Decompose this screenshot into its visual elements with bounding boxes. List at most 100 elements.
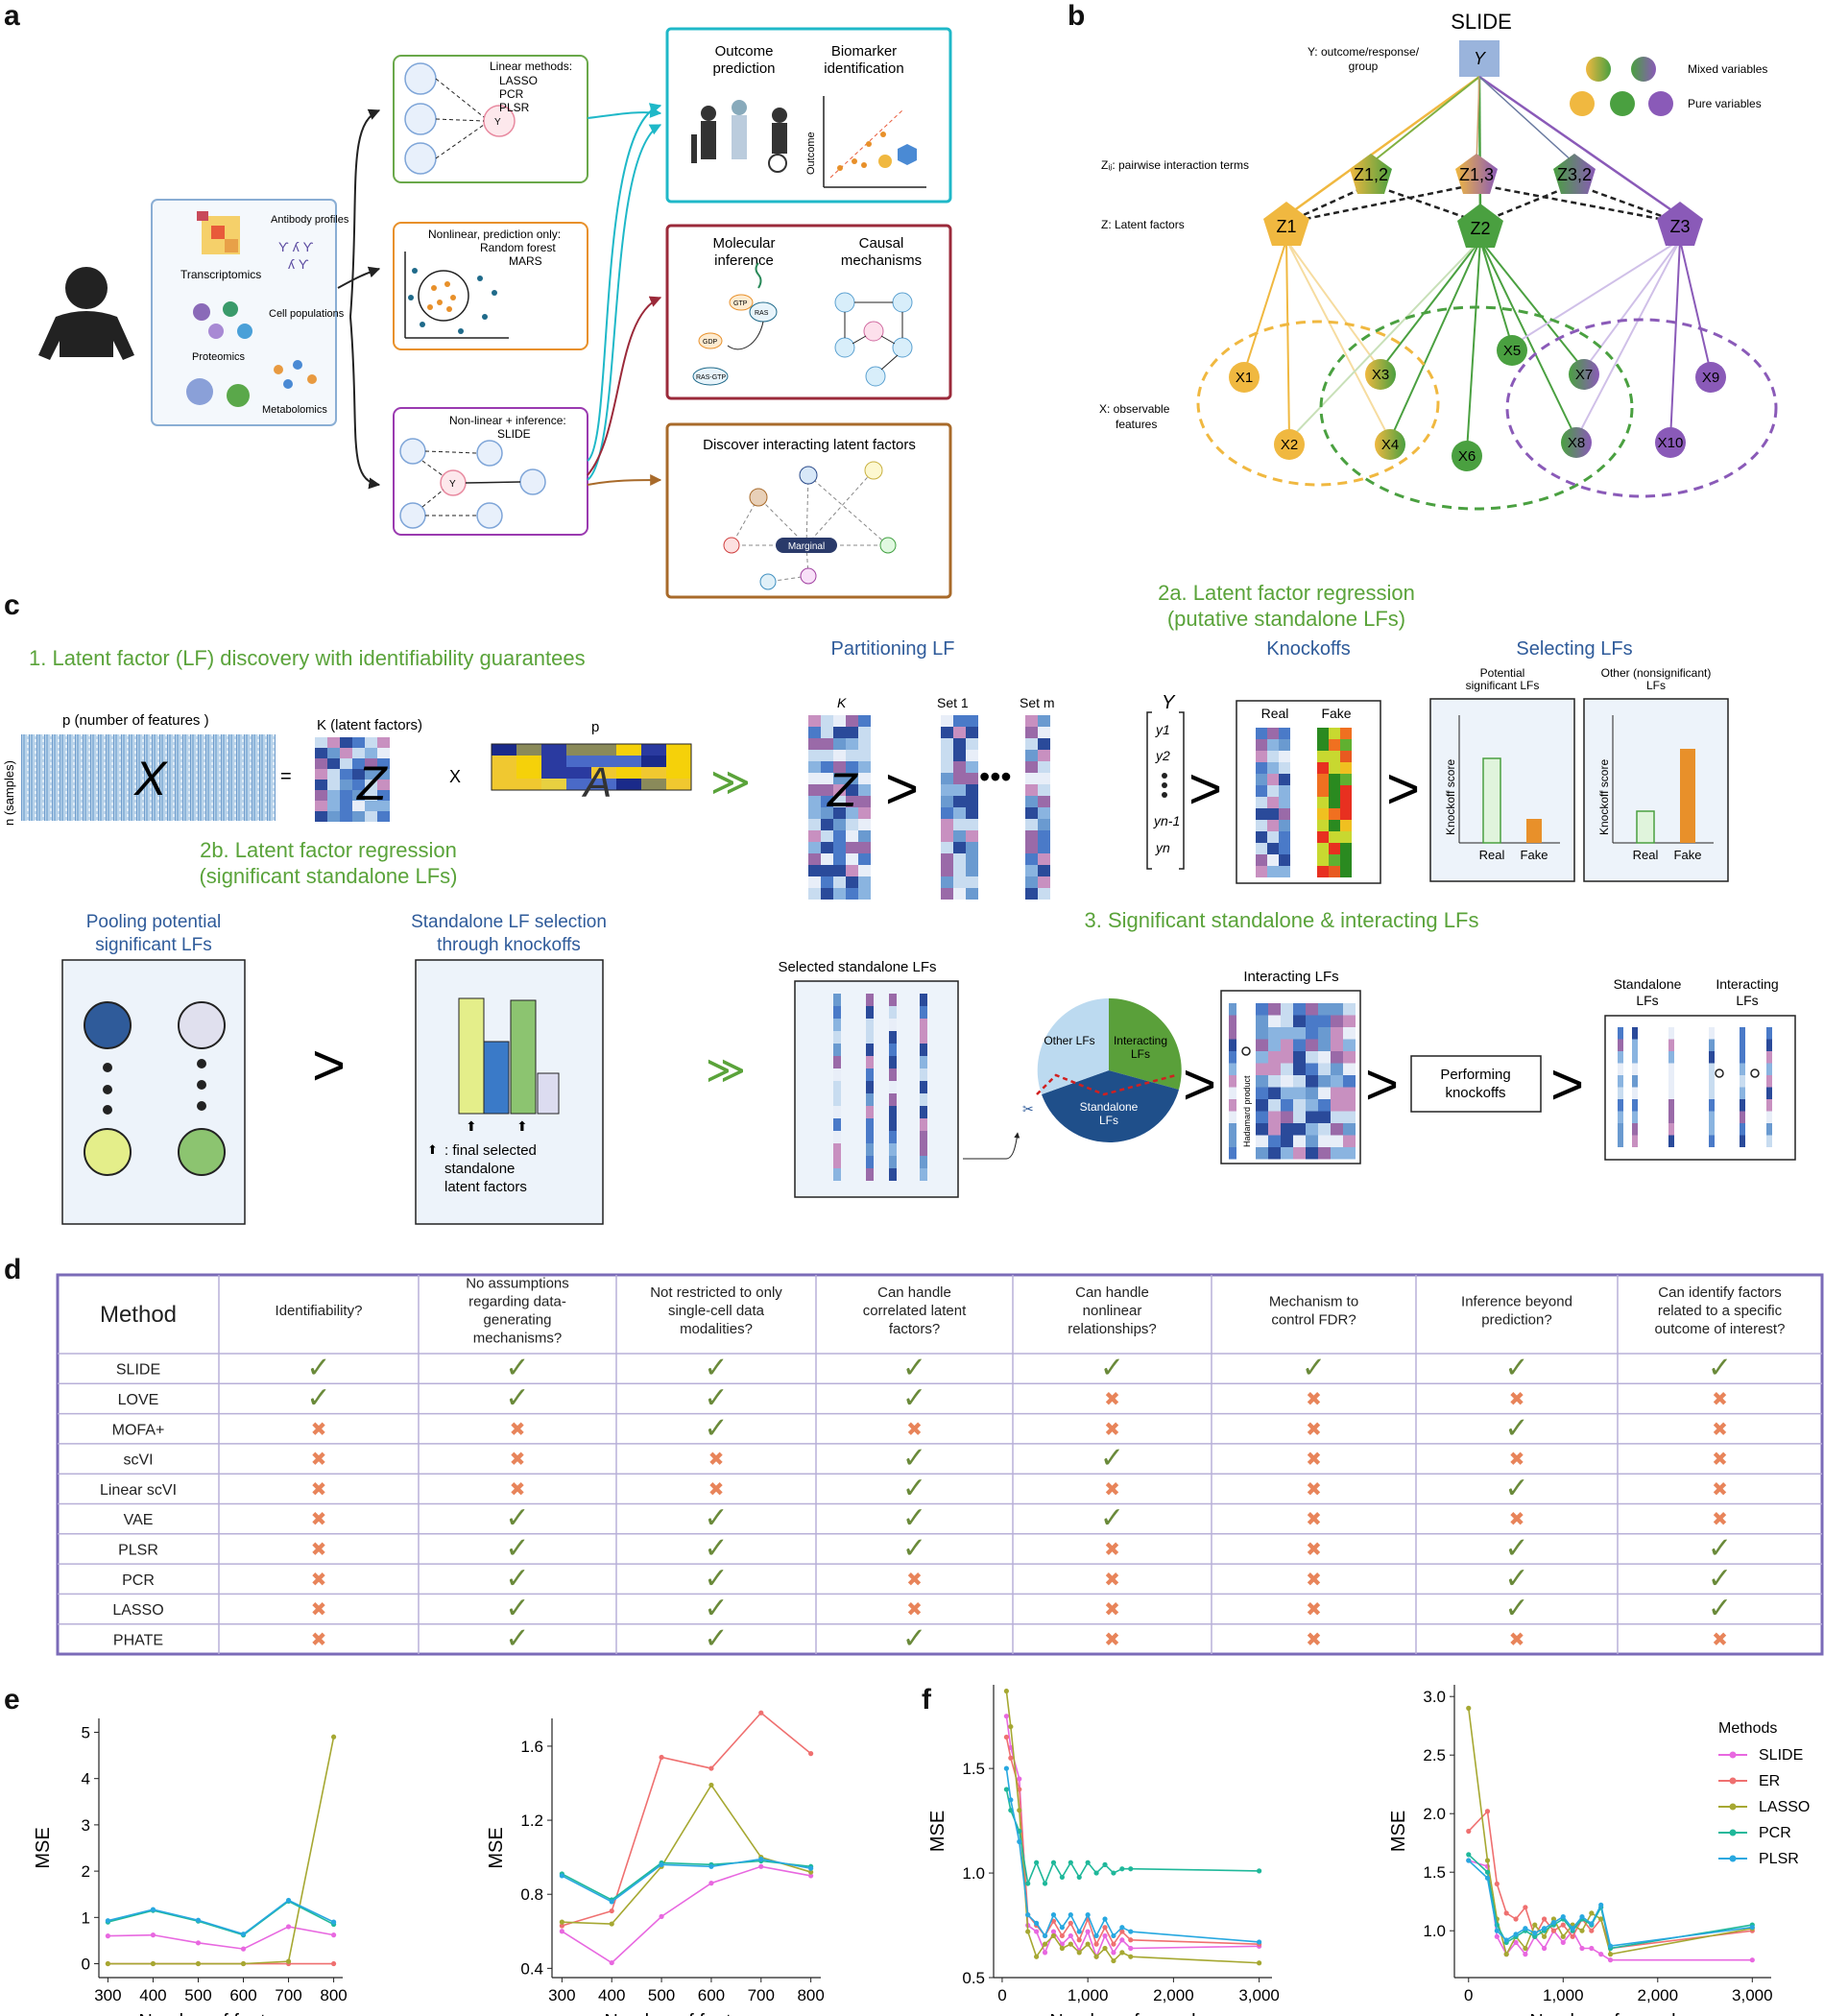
svg-text:Other (nonsignificant): Other (nonsignificant) bbox=[1601, 666, 1712, 680]
check-icon: ✓ bbox=[1708, 1592, 1732, 1625]
data-point bbox=[1102, 1945, 1108, 1952]
data-point bbox=[1102, 1861, 1108, 1867]
svg-text:Potential: Potential bbox=[1480, 666, 1525, 680]
data-point bbox=[1003, 1714, 1009, 1719]
data-point bbox=[1102, 1925, 1108, 1931]
partition-z-matrix bbox=[808, 715, 871, 900]
omics-data-box bbox=[151, 199, 337, 426]
label-metabolomics: Metabolomics bbox=[262, 404, 327, 416]
scatter-dots bbox=[427, 281, 456, 312]
linear-node-y: Y bbox=[494, 117, 501, 128]
nonlinear-item-mars: MARS bbox=[509, 254, 542, 268]
cluster-z3 bbox=[1505, 318, 1778, 498]
data-point bbox=[1008, 1755, 1014, 1761]
series-line-pcr bbox=[562, 1860, 811, 1901]
data-point bbox=[1607, 1952, 1614, 1957]
panel-a: Transcriptomics Antibody profiles Ƴ ʎ Ƴʎ… bbox=[38, 27, 952, 599]
data-point bbox=[758, 1856, 764, 1862]
check-icon: ✓ bbox=[704, 1352, 728, 1385]
data-point bbox=[1111, 1950, 1116, 1956]
panel-c: 1. Latent factor (LF) discovery with ide… bbox=[2, 581, 1796, 1225]
data-point bbox=[559, 1929, 564, 1934]
svg-text:GTP: GTP bbox=[733, 300, 748, 307]
cross-icon: ✖ bbox=[1306, 1537, 1322, 1560]
data-point bbox=[195, 1917, 202, 1923]
data-point bbox=[1466, 1852, 1472, 1858]
set-m-column bbox=[1025, 715, 1050, 900]
svg-text:X6: X6 bbox=[1458, 448, 1476, 465]
data-point bbox=[1050, 1932, 1057, 1939]
data-point bbox=[1541, 1916, 1548, 1922]
data-point bbox=[150, 1907, 156, 1912]
y-node bbox=[1459, 40, 1500, 77]
svg-text:RAS-GTP: RAS-GTP bbox=[696, 374, 726, 381]
linear-item-lasso: LASSO bbox=[499, 74, 538, 87]
cross-icon: ✖ bbox=[1712, 1627, 1728, 1650]
data-point bbox=[1076, 1874, 1082, 1881]
data-point bbox=[1598, 1916, 1604, 1922]
data-point bbox=[609, 1908, 614, 1914]
cross-icon: ✖ bbox=[510, 1448, 526, 1471]
nonlinear-title: Nonlinear, prediction only: bbox=[428, 228, 561, 241]
data-point bbox=[758, 1710, 764, 1716]
cross-icon: ✖ bbox=[906, 1417, 923, 1440]
svg-text:X3: X3 bbox=[1372, 367, 1389, 383]
chart-e2: 0.40.81.21.6300400500600700800Number of … bbox=[486, 1710, 825, 2016]
x-tick-label: 500 bbox=[648, 1986, 675, 2004]
y-tick-label: 2.0 bbox=[1423, 1805, 1446, 1823]
outcome-axis-label: Outcome bbox=[805, 132, 817, 175]
step1-title: 1. Latent factor (LF) discovery with ide… bbox=[29, 646, 586, 670]
molecular-label-1: Molecular bbox=[712, 235, 775, 252]
data-point bbox=[1589, 1910, 1595, 1916]
hadamard-label: Hadamard product bbox=[1242, 1075, 1252, 1147]
z-label: Z: Latent factors bbox=[1101, 218, 1185, 231]
svg-text:Z1,3: Z1,3 bbox=[1459, 165, 1494, 184]
data-point bbox=[708, 1863, 714, 1869]
x-tick-label: 2,000 bbox=[1153, 1986, 1194, 2004]
cross-icon: ✖ bbox=[1712, 1477, 1728, 1500]
table-header-2: generating bbox=[484, 1312, 552, 1329]
data-point bbox=[1034, 1929, 1040, 1934]
data-point bbox=[1570, 1933, 1575, 1939]
table-header-1: Identifiability? bbox=[276, 1303, 363, 1319]
x-axis-label: Number of features bbox=[604, 2011, 768, 2016]
y-tick-label: 1.6 bbox=[520, 1738, 543, 1756]
svg-text:standalone: standalone bbox=[444, 1161, 515, 1177]
data-point bbox=[1059, 1925, 1065, 1931]
check-icon: ✓ bbox=[505, 1531, 529, 1565]
svg-text:X4: X4 bbox=[1381, 437, 1399, 453]
data-point bbox=[1003, 1688, 1009, 1694]
final-columns bbox=[1618, 1027, 1772, 1147]
data-point bbox=[1589, 1921, 1595, 1927]
panel-b: SLIDE Y: outcome/response/ group Y Mixed… bbox=[1099, 10, 1778, 511]
data-point bbox=[708, 1881, 714, 1886]
check-icon: ✓ bbox=[704, 1562, 728, 1596]
data-point bbox=[1003, 1734, 1009, 1740]
svg-text:X9: X9 bbox=[1702, 370, 1719, 386]
data-point bbox=[1093, 1870, 1099, 1876]
series-line-er bbox=[1468, 1809, 1753, 1950]
cross-icon: ✖ bbox=[1306, 1448, 1322, 1471]
data-point bbox=[1503, 1937, 1509, 1943]
n-label: n (samples) bbox=[2, 760, 16, 826]
data-point bbox=[1085, 1860, 1091, 1865]
data-point bbox=[1579, 1913, 1585, 1920]
interacting-matrix bbox=[1229, 1003, 1356, 1160]
check-icon: ✓ bbox=[704, 1501, 728, 1535]
data-point bbox=[1059, 1945, 1065, 1952]
cross-icon: ✖ bbox=[1306, 1477, 1322, 1500]
series-line-lasso bbox=[108, 1737, 335, 1965]
svg-text:LFs: LFs bbox=[1099, 1114, 1118, 1127]
data-point bbox=[1059, 1874, 1065, 1881]
svg-text:LFs: LFs bbox=[1646, 679, 1666, 692]
chevron-icon: > bbox=[885, 756, 919, 821]
svg-text:Z1,2: Z1,2 bbox=[1354, 165, 1388, 184]
svg-text:y1: y1 bbox=[1155, 722, 1170, 737]
x-tick-label: 3,000 bbox=[1732, 1986, 1773, 2004]
data-point bbox=[1532, 1922, 1538, 1928]
svg-text:yn: yn bbox=[1155, 840, 1170, 855]
data-point bbox=[1034, 1954, 1040, 1959]
svg-text:Set m: Set m bbox=[1020, 695, 1055, 710]
y-tick-label: 2 bbox=[82, 1862, 90, 1881]
